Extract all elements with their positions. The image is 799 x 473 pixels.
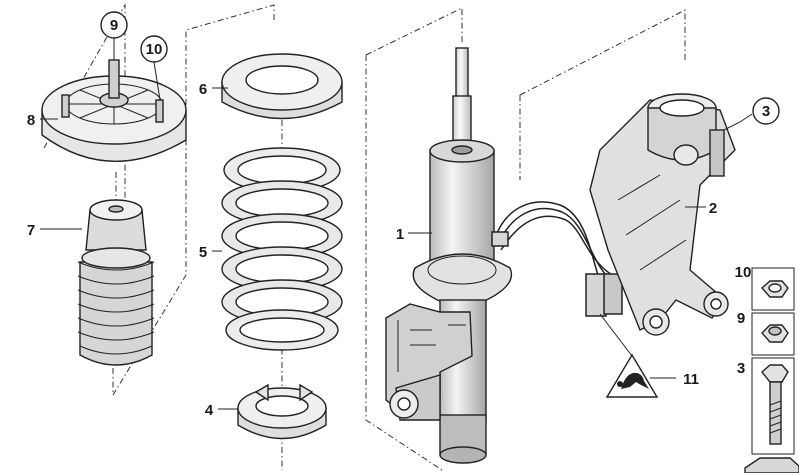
sensor-cable-part	[491, 201, 623, 317]
callout-1: 1	[396, 226, 404, 243]
callout-2: 2	[709, 200, 717, 217]
swivel-bearing-part	[589, 93, 736, 336]
legend-label-10: 10	[735, 264, 752, 281]
callout-7: 7	[27, 222, 35, 239]
lower-spring-pad-part	[237, 383, 327, 440]
callout-6: 6	[199, 81, 207, 98]
callout-labels: 9 10 8 7 6 5 4 1 11 2 3 10 9 3	[27, 11, 780, 419]
callout-9: 9	[110, 17, 118, 34]
shock-absorber-part	[385, 47, 513, 464]
legend-fasteners	[744, 267, 799, 473]
callout-10: 10	[146, 41, 163, 58]
legend-label-9: 9	[737, 310, 745, 327]
warning-label-part	[605, 353, 659, 398]
callout-4: 4	[205, 402, 214, 419]
callout-circle-9	[100, 11, 128, 39]
top-mount-part	[41, 59, 187, 163]
upper-spring-pad-part	[221, 53, 343, 120]
callout-circle-3	[752, 97, 780, 125]
callout-11: 11	[683, 371, 699, 388]
callout-8: 8	[27, 112, 35, 129]
legend-label-3: 3	[737, 360, 745, 377]
coil-spring-part	[221, 147, 343, 351]
callout-circle-10	[140, 35, 168, 63]
leader-lines	[40, 38, 753, 410]
callout-3: 3	[762, 103, 770, 120]
dust-boot-part	[77, 199, 155, 366]
callout-5: 5	[199, 244, 207, 261]
